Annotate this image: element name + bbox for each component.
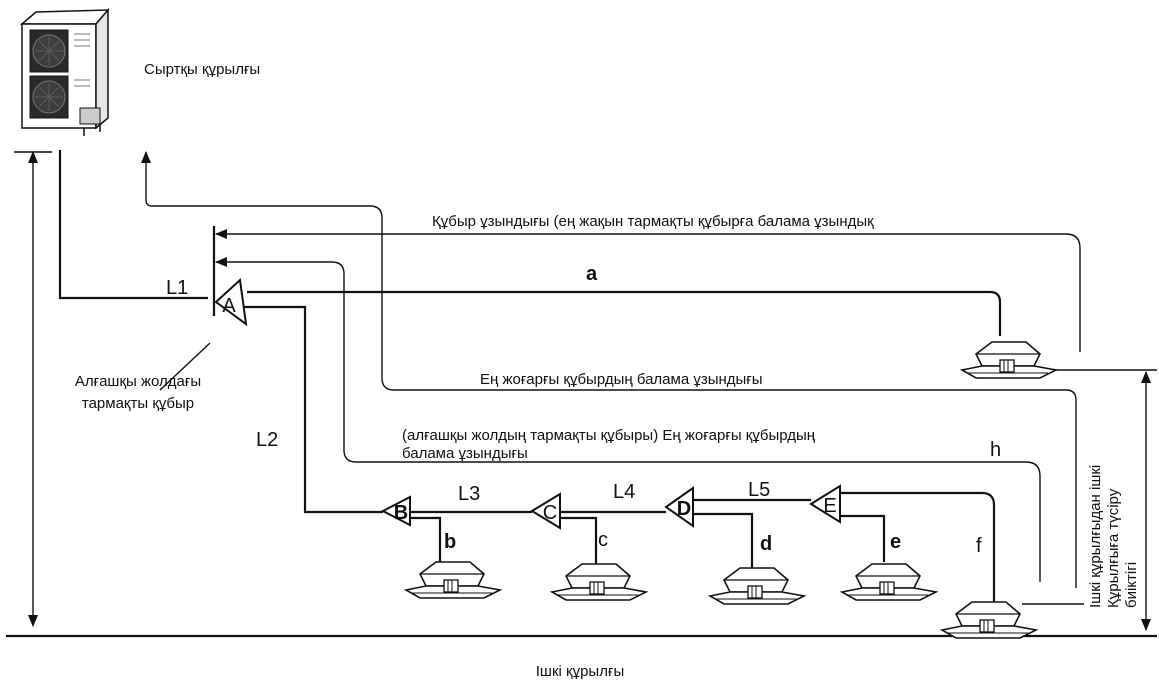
indoor-unit-b-icon [405, 561, 501, 599]
height-label-line2: Құрылғыға түсіру [1105, 488, 1122, 608]
branch-e-label: E [823, 495, 836, 517]
unit-b-label: b [444, 531, 456, 553]
first-branch-joint [212, 226, 248, 327]
indoor-unit-c-icon [551, 563, 647, 601]
first-branch-pipe-label-line1: Алғашқы жолдағы [75, 373, 201, 390]
pipe-l2 [244, 305, 383, 514]
unit-f-label: f [976, 535, 982, 557]
indoor-unit-label: Ішкі құрылғы [536, 663, 624, 680]
branch-d-label: D [677, 498, 691, 520]
branch-b-joint [380, 495, 411, 527]
pipe-b [410, 516, 442, 565]
branch-a-label: A [222, 295, 236, 317]
segment-l2-label: L2 [256, 429, 278, 451]
branch-e-joint [809, 484, 841, 524]
unit-d-label: d [760, 533, 772, 555]
indoor-unit-d-icon [709, 567, 805, 605]
pipe-a [247, 290, 1002, 336]
pipe-e [840, 514, 886, 562]
segment-l1-label: L1 [166, 277, 188, 299]
first-branch-max-label-line1: (алғашқы жолдың тармақты құбыры) Ең жоға… [402, 427, 816, 444]
indoor-unit-a-icon [961, 341, 1057, 379]
segment-l4-label: L4 [613, 481, 635, 503]
pipe-c [560, 516, 598, 565]
height-label-line1: Ішкі құрылғыдан ішкі [1087, 465, 1104, 608]
unit-e-label: e [890, 531, 901, 553]
branch-c-label: C [543, 502, 557, 524]
branch-c-joint [530, 492, 561, 530]
max-pipe-length-arrow [141, 151, 1077, 588]
unit-h-label: h [990, 439, 1001, 461]
first-branch-pipe-label-line2: тармақты құбыр [82, 395, 194, 412]
height-dimension-right [1022, 369, 1157, 631]
pipe-length-arrow [215, 229, 1081, 352]
unit-c-label: c [598, 529, 608, 551]
segment-l5-label: L5 [748, 479, 770, 501]
pipe-l1 [58, 150, 208, 300]
pipe-f [840, 491, 996, 602]
pipe-d [693, 512, 754, 570]
max-pipe-length-label: Ең жоғарғы құбырдың балама ұзындығы [480, 371, 763, 388]
outdoor-unit-label: Сыртқы құрылғы [144, 61, 260, 78]
unit-a-label: a [586, 263, 598, 285]
segment-l3-label: L3 [458, 483, 480, 505]
pipe-length-label: Құбыр ұзындығы (ең жақын тармақты құбырғ… [432, 213, 874, 230]
first-branch-max-length-arrow [215, 257, 1041, 582]
branch-b-label: B [394, 502, 408, 524]
indoor-unit-e-icon [841, 563, 937, 601]
height-label-line3: биіктігі [1123, 562, 1140, 608]
first-branch-pointer-line [159, 342, 211, 391]
outdoor-unit-icon [19, 7, 110, 136]
indoor-unit-f-icon [941, 601, 1037, 639]
height-dimension-left [14, 151, 52, 627]
first-branch-max-label-line2: балама ұзындығы [402, 445, 528, 462]
branch-d-joint [664, 486, 694, 528]
